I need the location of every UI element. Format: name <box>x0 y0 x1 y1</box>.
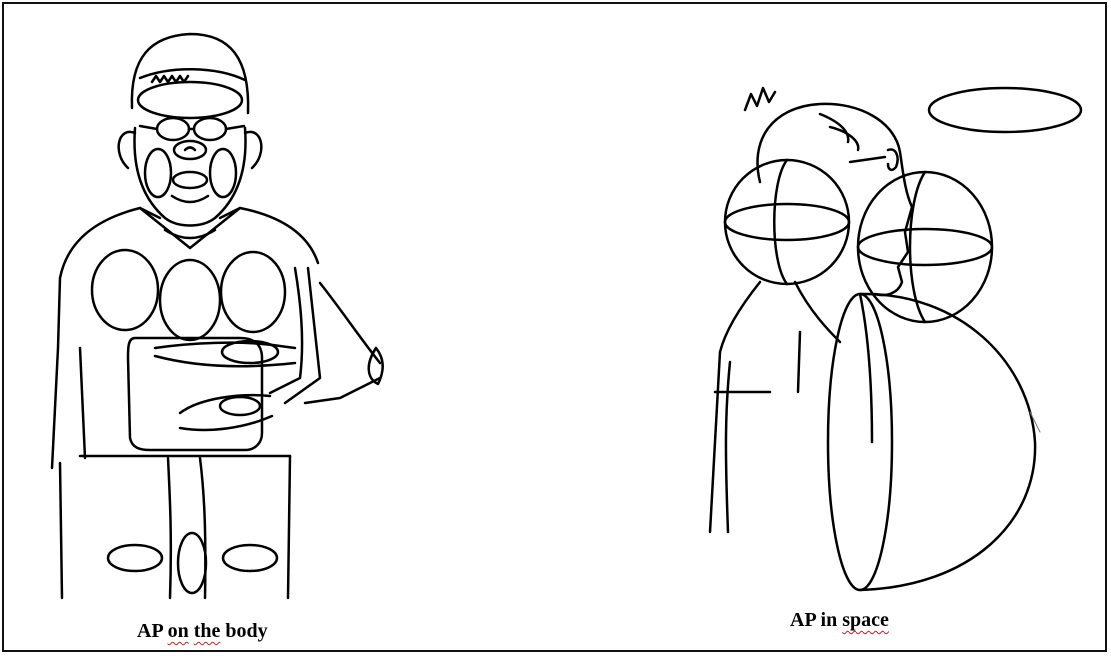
cheek-right-ellipse <box>210 149 236 197</box>
hip-right-ellipse <box>223 545 277 571</box>
head-top-ellipse <box>138 82 242 118</box>
chest-right-ellipse <box>221 252 285 332</box>
body-ellipse <box>828 294 892 590</box>
cheek-left-ellipse <box>145 149 171 197</box>
chest-left-ellipse <box>92 250 158 330</box>
chest-center-ellipse <box>160 260 220 340</box>
face-sphere <box>858 172 992 322</box>
body-hemisphere <box>860 294 1035 590</box>
caption-ap-in-space: AP in space <box>790 609 889 632</box>
back-sphere <box>725 160 849 284</box>
mouth-ellipse <box>173 172 207 188</box>
space-drawing <box>700 32 1100 600</box>
caption-ap-on-the-body: AP on the body <box>137 620 268 643</box>
hip-left-ellipse <box>108 545 162 571</box>
body-drawing <box>40 18 400 603</box>
nose-ellipse <box>174 141 206 159</box>
groin-ellipse <box>178 533 206 593</box>
halo-ellipse <box>929 88 1081 132</box>
